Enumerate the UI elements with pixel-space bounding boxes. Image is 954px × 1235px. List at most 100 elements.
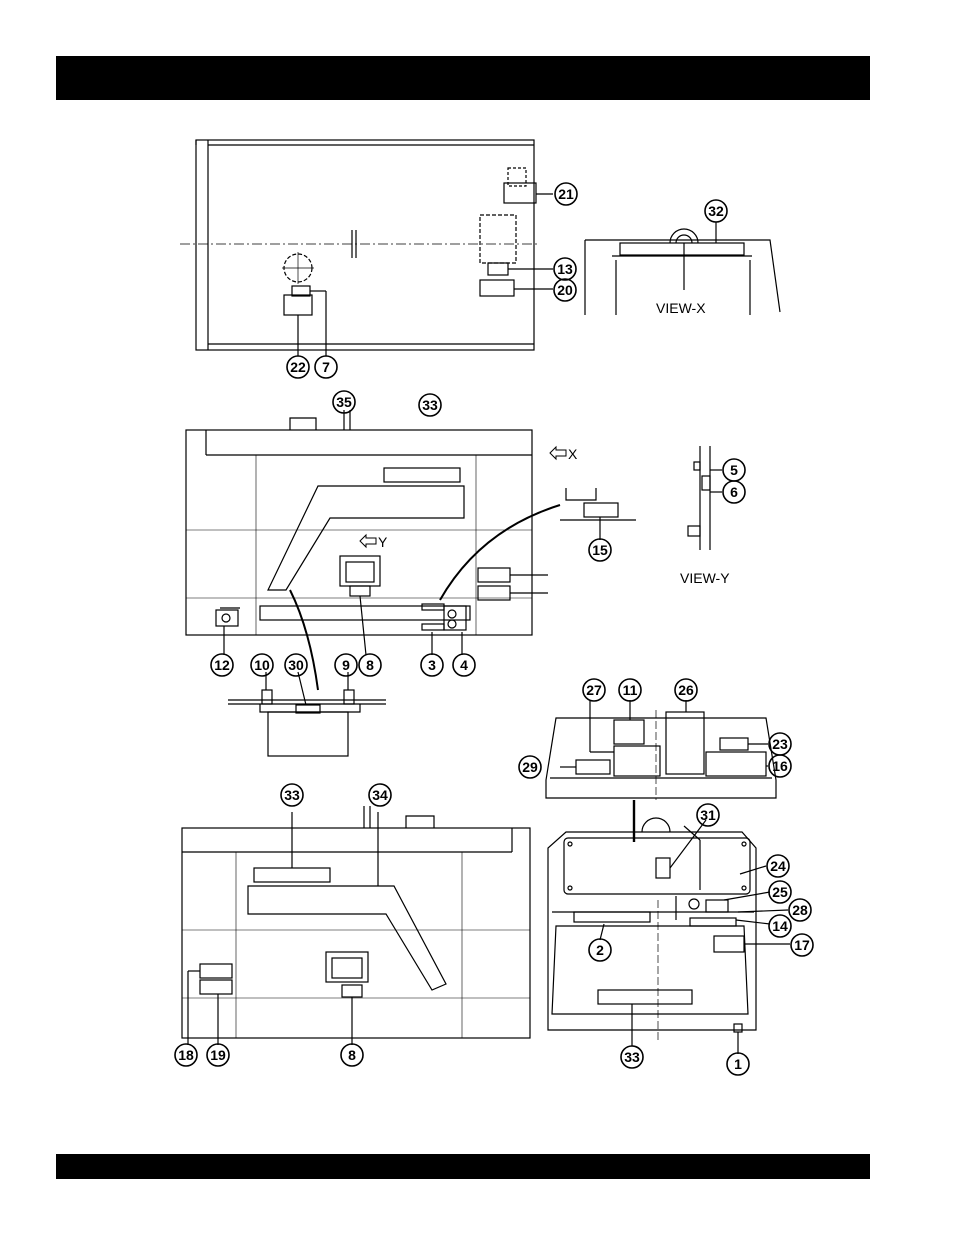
decal-13 [488, 263, 508, 275]
svg-text:3: 3 [428, 657, 436, 673]
callout-15: 15 [589, 539, 611, 561]
callout-29: 29 [519, 756, 541, 778]
callout-3: 3 [421, 654, 443, 676]
callouts: 21 13 20 22 7 32 35 33 5 6 15 12 8 3 4 1… [175, 183, 813, 1075]
decal-22 [284, 295, 312, 315]
callout-33-left: 33 [419, 394, 441, 416]
svg-text:17: 17 [794, 937, 810, 953]
callout-16: 16 [769, 755, 791, 777]
callout-8-right: 8 [341, 1044, 363, 1066]
callout-33-rear: 33 [621, 1046, 643, 1068]
svg-text:2: 2 [596, 942, 604, 958]
callout-11: 11 [619, 679, 641, 701]
decal-29 [576, 760, 610, 774]
svg-text:27: 27 [586, 682, 602, 698]
callout-4: 4 [453, 654, 475, 676]
callout-31: 31 [697, 804, 719, 826]
svg-text:33: 33 [284, 787, 300, 803]
svg-text:16: 16 [772, 758, 788, 774]
decal-18 [200, 964, 232, 978]
callout-25: 25 [769, 881, 791, 903]
callout-34: 34 [369, 784, 391, 806]
svg-text:30: 30 [288, 657, 304, 673]
callout-9: 9 [335, 654, 357, 676]
top-view [180, 140, 553, 356]
svg-text:12: 12 [214, 657, 230, 673]
decal-16 [706, 752, 766, 776]
callout-35: 35 [333, 391, 355, 413]
callout-21: 21 [555, 183, 577, 205]
svg-text:10: 10 [254, 657, 270, 673]
callout-30: 30 [285, 654, 307, 676]
left-side-outline [186, 430, 532, 635]
detail-9-10-30 [228, 672, 386, 756]
callout-5: 5 [723, 459, 745, 481]
rear-view-upper [546, 700, 776, 800]
callout-33-right: 33 [281, 784, 303, 806]
svg-text:29: 29 [522, 759, 538, 775]
svg-text:33: 33 [624, 1049, 640, 1065]
svg-text:20: 20 [557, 282, 573, 298]
decal-26 [666, 712, 704, 774]
svg-text:11: 11 [623, 682, 638, 698]
callout-1: 1 [727, 1053, 749, 1075]
decal-14 [690, 918, 736, 926]
callout-12: 12 [211, 654, 233, 676]
decal-23 [720, 738, 748, 750]
svg-text:35: 35 [336, 394, 352, 410]
decal-34 [248, 886, 446, 990]
decal-1 [734, 1024, 742, 1032]
svg-text:23: 23 [772, 736, 788, 752]
callout-22: 22 [287, 356, 309, 378]
callout-23: 23 [769, 733, 791, 755]
decal-33-right [254, 868, 330, 882]
svg-text:31: 31 [700, 807, 716, 823]
svg-text:22: 22 [290, 359, 306, 375]
svg-text:26: 26 [678, 682, 694, 698]
callout-24: 24 [767, 855, 789, 877]
decal-28 [706, 900, 728, 912]
callout-13: 13 [554, 258, 576, 280]
callout-26: 26 [675, 679, 697, 701]
decal-20 [480, 280, 514, 296]
right-side-outline [182, 828, 530, 1038]
svg-text:25: 25 [772, 884, 788, 900]
callout-8-left: 8 [359, 654, 381, 676]
view-x-label: VIEW-X [656, 300, 706, 316]
svg-text:8: 8 [366, 657, 374, 673]
svg-text:18: 18 [178, 1047, 194, 1063]
callout-20: 20 [554, 279, 576, 301]
callout-28: 28 [789, 899, 811, 921]
callout-6: 6 [723, 481, 745, 503]
decal-8-right [342, 985, 362, 997]
svg-text:9: 9 [342, 657, 350, 673]
arrow-x-label: X [568, 446, 578, 462]
top-view-outline [196, 140, 534, 350]
callout-17: 17 [791, 934, 813, 956]
svg-text:15: 15 [592, 542, 608, 558]
decal-8-left [350, 586, 370, 596]
rear-view-lower [548, 800, 790, 1054]
arrow-y-label: Y [378, 534, 388, 550]
svg-text:1: 1 [734, 1056, 742, 1072]
svg-text:19: 19 [210, 1047, 226, 1063]
svg-text:24: 24 [770, 858, 786, 874]
svg-text:34: 34 [372, 787, 388, 803]
view-y-detail [688, 446, 722, 550]
svg-text:5: 5 [730, 462, 738, 478]
detail-15 [560, 488, 636, 540]
callout-2: 2 [589, 939, 611, 961]
callout-18: 18 [175, 1044, 197, 1066]
svg-text:32: 32 [708, 203, 724, 219]
decal-11 [614, 720, 644, 744]
decal-17 [714, 936, 744, 952]
view-y-label: VIEW-Y [680, 570, 730, 586]
left-side-view [186, 410, 566, 690]
decal-19 [200, 980, 232, 994]
svg-text:13: 13 [557, 261, 573, 277]
callout-19: 19 [207, 1044, 229, 1066]
decal-33-rear [598, 990, 692, 1004]
svg-text:8: 8 [348, 1047, 356, 1063]
svg-text:14: 14 [772, 918, 788, 934]
